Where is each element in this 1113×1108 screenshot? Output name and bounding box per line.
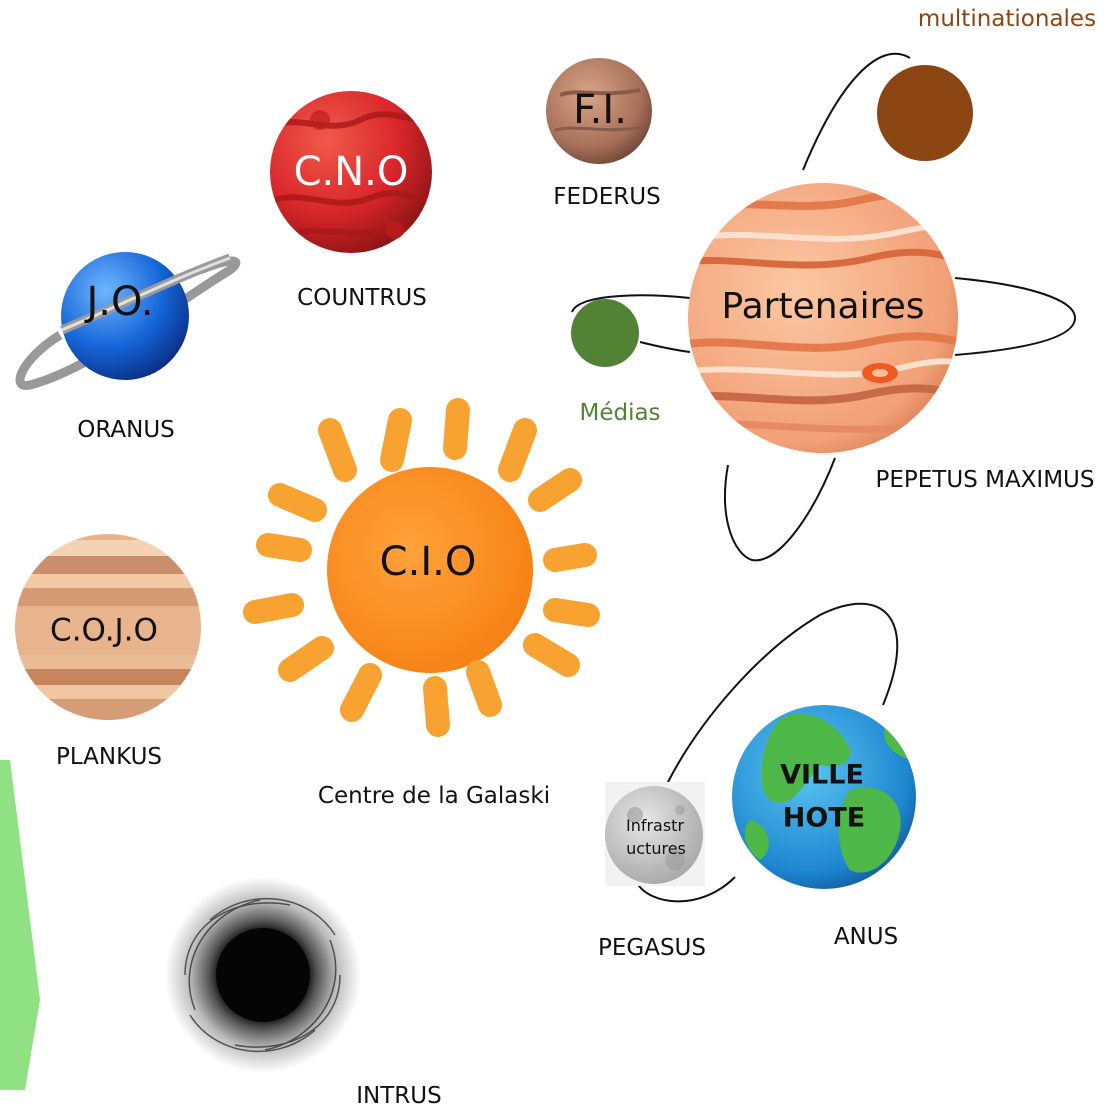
plankus-caption: PLANKUS [55, 744, 163, 770]
pepetus-caption: PEPETUS MAXIMUS [875, 467, 1095, 493]
orbit-medias [571, 277, 1077, 356]
galaski-caption: Centre de la Galaski [317, 783, 551, 809]
infra-inside-line2: uctures [626, 839, 686, 858]
fi-inside-label: F.I. [573, 87, 627, 133]
ville-inside-line1: VILLE [780, 759, 864, 791]
medias-label: Médias [579, 400, 661, 426]
infra-moon [605, 782, 705, 886]
ville-hote-planet [732, 705, 916, 889]
anus-caption: ANUS [833, 924, 899, 950]
medias-satellite [571, 299, 639, 367]
cio-sun [243, 398, 600, 737]
pegasus-caption: PEGASUS [598, 935, 706, 961]
cojo-planet [15, 534, 201, 720]
cio-inside-label: C.I.O [379, 539, 477, 585]
ville-inside-line2: HOTE [782, 802, 866, 834]
infra-inside-line1: Infrastr [625, 816, 685, 835]
countrus-caption: COUNTRUS [297, 285, 427, 311]
partenaires-inside-label: Partenaires [721, 286, 925, 327]
green-edge-decoration [0, 760, 40, 1090]
cno-planet [270, 91, 432, 253]
multinationales-label: multinationales [917, 6, 1097, 32]
federus-caption: FEDERUS [553, 184, 661, 210]
cno-inside-label: C.N.O [293, 149, 409, 195]
intrus-caption: INTRUS [356, 1083, 442, 1108]
oranus-caption: ORANUS [77, 417, 175, 443]
fi-planet [546, 58, 652, 164]
jo-planet [15, 252, 241, 390]
blackhole [165, 877, 361, 1073]
multinationales-satellite [877, 65, 973, 161]
orbit-ville-hote [636, 602, 899, 903]
cojo-inside-label: C.O.J.O [50, 612, 158, 649]
jo-inside-label: J.O. [86, 279, 154, 325]
orbit-multinationales [724, 52, 911, 562]
